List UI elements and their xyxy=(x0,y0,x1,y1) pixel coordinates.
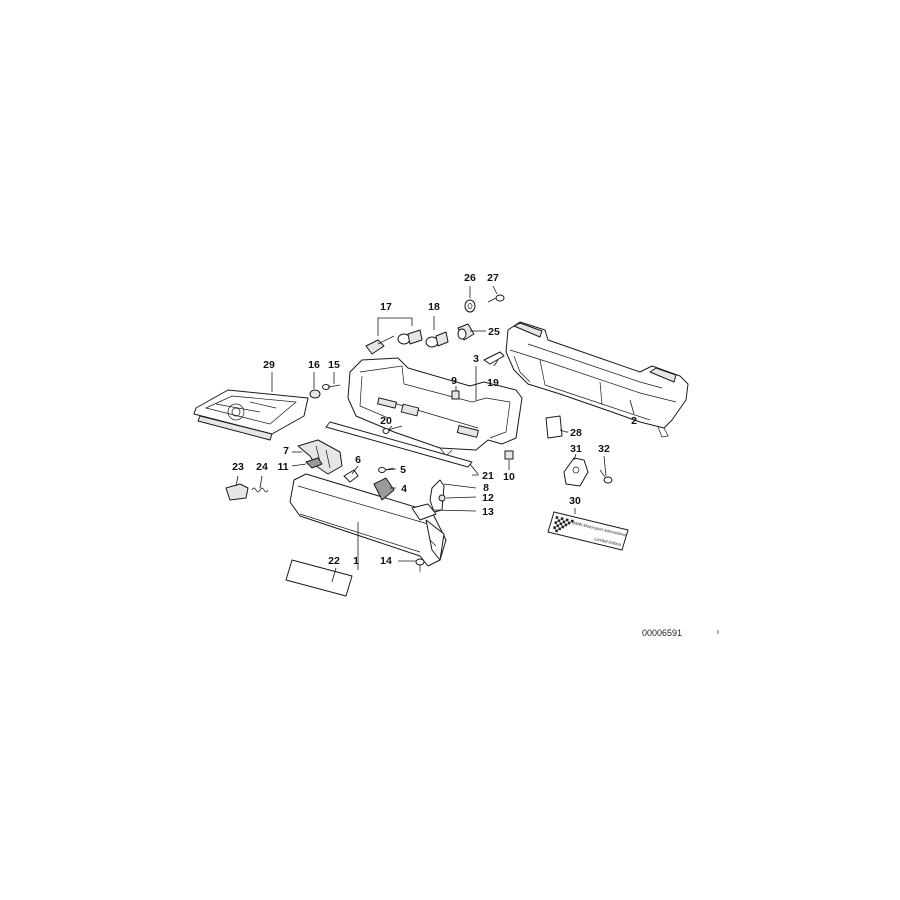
part-15-screw xyxy=(322,384,341,390)
callout-18: 18 xyxy=(428,301,440,313)
checker-square xyxy=(557,519,561,523)
part-27-screw xyxy=(487,294,505,303)
callout-19: 19 xyxy=(487,377,499,389)
part-7-hinge xyxy=(297,439,343,475)
checker-square xyxy=(560,517,564,521)
leader-lines xyxy=(235,285,635,583)
callout-17: 17 xyxy=(380,301,392,313)
part-18-lock-cylinder xyxy=(425,331,449,348)
callout-5: 5 xyxy=(400,464,406,476)
part-12-bushing xyxy=(438,494,446,502)
checker-square xyxy=(558,527,562,531)
checker-square xyxy=(554,521,558,525)
callout-23: 23 xyxy=(232,461,244,473)
part-2-glovebox-housing xyxy=(505,321,689,438)
callout-21: 21 xyxy=(482,470,494,482)
callout-31: 31 xyxy=(570,443,582,455)
checker-square xyxy=(555,516,559,520)
callout-6: 6 xyxy=(355,454,361,466)
part-14-screw xyxy=(415,558,425,572)
checker-square xyxy=(561,525,565,529)
callout-24: 24 xyxy=(256,461,268,473)
callout-4: 4 xyxy=(401,483,407,495)
callout-11: 11 xyxy=(277,461,288,473)
checker-square xyxy=(570,519,574,523)
callout-20: 20 xyxy=(380,415,392,427)
checker-square xyxy=(559,522,563,526)
callout-7: 7 xyxy=(283,445,289,457)
badge-line2: Limited Edition xyxy=(594,536,623,547)
checker-square xyxy=(564,523,568,527)
callout-9: 9 xyxy=(451,375,457,387)
part-11-catch xyxy=(305,457,323,469)
leader-ticks xyxy=(472,330,568,476)
callout-12: 12 xyxy=(482,492,494,504)
checker-square xyxy=(555,529,559,533)
part-13-support xyxy=(411,503,437,521)
callout-28: 28 xyxy=(570,427,582,439)
part-25-bushing xyxy=(457,323,475,341)
part-26-washer xyxy=(464,299,476,313)
callout-14: 14 xyxy=(380,555,392,567)
part-1-glovebox-lid xyxy=(289,473,447,567)
callout-2: 2 xyxy=(631,415,637,427)
drawing-number: 00006591 xyxy=(642,628,682,638)
callout-labels: 1 2 3 4 5 6 7 8 9 10 11 12 13 14 15 16 1… xyxy=(232,272,637,567)
callout-25: 25 xyxy=(488,326,500,338)
callout-16: 16 xyxy=(308,359,320,371)
callout-26: 26 xyxy=(464,272,476,284)
callout-1: 1 xyxy=(353,555,359,567)
part-29-tray xyxy=(193,389,309,441)
part-3-glovebox-frame xyxy=(347,357,523,457)
callout-30: 30 xyxy=(569,495,581,507)
part-23-latch xyxy=(225,483,249,501)
badge-checker-pattern xyxy=(553,516,574,533)
callout-3: 3 xyxy=(473,353,479,365)
part-21-strip xyxy=(325,421,473,468)
callout-32: 32 xyxy=(598,443,610,455)
callout-29: 29 xyxy=(263,359,275,371)
callout-8: 8 xyxy=(483,482,489,494)
part-24-spring xyxy=(251,487,269,493)
part-6-clip xyxy=(343,469,359,483)
part-32-screw xyxy=(599,469,613,484)
callout-13: 13 xyxy=(482,506,494,518)
part-9-clip xyxy=(451,390,460,400)
part-30-badge: BMW Motorsport International Limited Edi… xyxy=(547,511,629,551)
checker-square xyxy=(556,524,560,528)
checker-square xyxy=(567,521,571,525)
part-20-screw xyxy=(382,425,403,434)
checker-square xyxy=(565,518,569,522)
part-19-pin xyxy=(483,351,505,365)
part-28-cover xyxy=(545,415,563,439)
callout-27: 27 xyxy=(487,272,499,284)
part-10-nut xyxy=(504,450,514,460)
part-16-grommet xyxy=(309,389,321,399)
part-31-hook xyxy=(563,457,589,487)
part-17-lock-with-key xyxy=(365,329,423,355)
part-22-pad xyxy=(285,559,353,597)
callout-22: 22 xyxy=(328,555,340,567)
part-4-bracket xyxy=(373,477,395,501)
callout-15: 15 xyxy=(328,359,340,371)
callout-10: 10 xyxy=(503,471,515,483)
checker-square xyxy=(553,526,557,530)
checker-square xyxy=(562,520,566,524)
